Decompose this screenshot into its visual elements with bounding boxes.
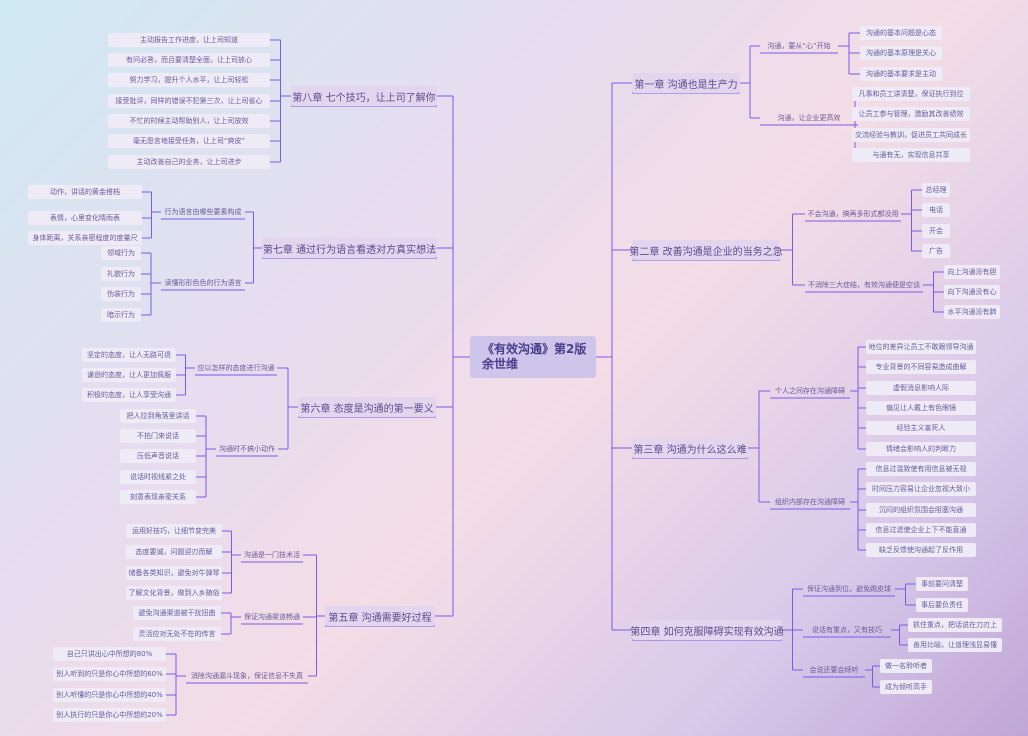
leaf-node[interactable]: 经验主义害死人 (866, 421, 976, 435)
leaf-node[interactable]: 水平沟通没有肺 (944, 305, 1000, 319)
leaf-node[interactable]: 抓住重点，把话说在刀刃上 (908, 618, 1002, 632)
leaf-node[interactable]: 地位的差异让员工不敢跟领导沟通 (866, 340, 976, 354)
leaf-node[interactable]: 与通有无，实现信息共享 (852, 148, 970, 162)
leaf-node[interactable]: 身体距离，关系亲密程度的度量尺 (28, 231, 142, 245)
leaf-node[interactable]: 沉闷的组织氛围会阻塞沟通 (866, 503, 976, 517)
leaf-node[interactable]: 沟通的基本问题是心态 (860, 26, 942, 40)
leaf-node[interactable]: 信息过滥致使有用信息被无视 (866, 462, 976, 476)
leaf-node[interactable]: 开会 (922, 224, 950, 238)
leaf-node[interactable]: 不拍门来说话 (120, 429, 196, 443)
chapter-node-5[interactable]: 第五章 沟通需要好过程 (325, 606, 435, 626)
leaf-node[interactable]: 电话 (922, 203, 950, 217)
chapter-node-7[interactable]: 第七章 通过行为语言看透对方真实想法 (262, 238, 437, 258)
leaf-node[interactable]: 让员工参与管理，激励其改善绩效 (852, 107, 970, 121)
subtopic-node[interactable]: 沟通，让企业更高效 (777, 114, 841, 122)
leaf-node[interactable]: 沟通的基本原理是关心 (860, 46, 942, 60)
leaf-node[interactable]: 刻意表现亲密关系 (120, 490, 196, 504)
leaf-node[interactable]: 事前要问清楚 (916, 577, 968, 591)
leaf-node[interactable]: 了解文化背景，做到入乡随俗 (126, 586, 222, 600)
leaf-node[interactable]: 善用比喻，让道理浅显易懂 (908, 638, 1002, 652)
leaf-node[interactable]: 主动报告工作进度，让上司知道 (108, 33, 270, 47)
leaf-node[interactable]: 动作，讲话的黄金搭档 (28, 185, 142, 199)
leaf-node[interactable]: 礼貌行为 (101, 267, 141, 281)
chapter-node-3[interactable]: 第三章 沟通为什么这么难 (632, 438, 748, 458)
chapter-node-2[interactable]: 第二章 改善沟通是企业的当务之急 (629, 240, 783, 260)
leaf-node[interactable]: 灵活应对无处不在的传言 (133, 627, 221, 641)
leaf-node[interactable]: 虚假消息影响人际 (866, 381, 976, 395)
subtopic-node[interactable]: 保证沟通到位，避免踢皮球 (807, 585, 891, 593)
chapter-node-8[interactable]: 第八章 七个技巧，让上司了解你 (291, 86, 437, 106)
leaf-node[interactable]: 别人执行的只是你心中所想的20% (53, 708, 166, 722)
leaf-node[interactable]: 凡事和员工讲清楚，保证执行到位 (852, 87, 970, 101)
subtopic-node[interactable]: 应以怎样的态度进行沟通 (197, 364, 275, 372)
leaf-node[interactable]: 伪装行为 (101, 287, 141, 301)
leaf-node[interactable]: 不忙的时候主动帮助别人，让上司放效 (108, 114, 270, 128)
leaf-node[interactable]: 接受批评，同样的错误不犯第三次，让上司省心 (108, 94, 270, 108)
leaf-node[interactable]: 缺乏反馈使沟通起了反作用 (866, 543, 976, 557)
root-node[interactable]: 《有效沟通》第2版 余世维 (470, 336, 596, 378)
leaf-node[interactable]: 努力学习，提升个人水平，让上司轻松 (108, 73, 270, 87)
leaf-node[interactable]: 信息过滤使企业上下不能直通 (866, 523, 976, 537)
subtopic-node[interactable]: 行为语言由哪些要素构成 (164, 208, 242, 216)
leaf-node[interactable]: 时间压力容易让企业忽视大致小 (866, 482, 976, 496)
leaf-node[interactable]: 偏见让人戴上有色眼镜 (866, 401, 976, 415)
leaf-node[interactable]: 向下沟通没有心 (944, 285, 1000, 299)
leaf-node[interactable]: 坚定的态度，让人无路可退 (82, 348, 176, 362)
leaf-node[interactable]: 领域行为 (101, 246, 141, 260)
leaf-node[interactable]: 态度要诚，问题迎刃而解 (126, 545, 222, 559)
subtopic-node[interactable]: 个人之间存在沟通障碍 (775, 387, 845, 395)
leaf-node[interactable]: 别人听到的只是你心中所想的60% (53, 667, 166, 681)
subtopic-node[interactable]: 说话有重点，又有技巧 (812, 626, 882, 634)
subtopic-node[interactable]: 组织内部存在沟通障碍 (775, 498, 845, 506)
leaf-node[interactable]: 储备各类知识，避免对牛弹琴 (126, 566, 222, 580)
leaf-node[interactable]: 事后要负责任 (916, 598, 968, 612)
leaf-node[interactable]: 运用好技巧，让细节变完美 (126, 524, 222, 538)
leaf-node[interactable]: 沟通的基本要求是主动 (860, 67, 942, 81)
leaf-node[interactable]: 毫无怨言地接受任务，让上司“爽皮” (108, 134, 270, 148)
leaf-node[interactable]: 做一名聆听者 (880, 659, 932, 673)
subtopic-node[interactable]: 消除沟通漏斗现象，保证信息不失真 (191, 672, 303, 680)
leaf-node[interactable]: 说话时视线紧之处 (120, 470, 196, 484)
leaf-node[interactable]: 避免沟通渠道被干扰扭曲 (133, 606, 221, 620)
leaf-node[interactable]: 专业背景的不同容易造成曲解 (866, 360, 976, 374)
leaf-node[interactable]: 主动改善自己的业务，让上司进步 (108, 155, 270, 169)
leaf-node[interactable]: 积极的态度，让人享受沟通 (82, 388, 176, 402)
subtopic-node[interactable]: 会说还要会倾听 (809, 666, 859, 674)
subtopic-node[interactable]: 沟通是一门技术活 (244, 551, 300, 559)
leaf-node[interactable]: 广告 (922, 244, 950, 258)
leaf-node[interactable]: 向上沟通没有胆 (944, 265, 1000, 279)
chapter-node-6[interactable]: 第六章 态度是沟通的第一要义 (298, 397, 436, 417)
leaf-node[interactable]: 交流经验与教训，促进员工共同成长 (852, 128, 970, 142)
leaf-node[interactable]: 有问必答，而且要清楚全面，让上司放心 (108, 53, 270, 67)
leaf-node[interactable]: 总经理 (922, 183, 950, 197)
leaf-node[interactable]: 把人拉到角落里讲话 (120, 409, 196, 423)
subtopic-node[interactable]: 保证沟通渠道畅通 (244, 613, 300, 621)
chapter-node-4[interactable]: 第四章 如何克服障碍实现有效沟通 (630, 620, 784, 640)
subtopic-node[interactable]: 沟通，要从“心”开始 (767, 42, 831, 50)
leaf-node[interactable]: 自己只讲出心中所想的80% (53, 647, 166, 661)
leaf-node[interactable]: 表情，心里变化晴雨表 (28, 211, 142, 225)
leaf-node[interactable]: 别人听懂的只是你心中所想的40% (53, 688, 166, 702)
leaf-node[interactable]: 压低声音说话 (120, 449, 196, 463)
subtopic-node[interactable]: 不消除三大症结，有效沟通便是空谈 (808, 281, 920, 289)
subtopic-node[interactable]: 沟通时不搞小动作 (219, 445, 275, 453)
leaf-node[interactable]: 谦逊的态度，让人更加佩服 (82, 368, 176, 382)
chapter-node-1[interactable]: 第一章 沟通也是生产力 (632, 73, 740, 93)
subtopic-node[interactable]: 不会沟通，搞再多形式都没用 (807, 210, 899, 218)
leaf-node[interactable]: 成为倾听高手 (880, 680, 932, 694)
subtopic-node[interactable]: 读懂形形色色的行为语言 (164, 279, 242, 287)
leaf-node[interactable]: 情绪会影响人的判断力 (866, 442, 976, 456)
leaf-node[interactable]: 暗示行为 (101, 308, 141, 322)
